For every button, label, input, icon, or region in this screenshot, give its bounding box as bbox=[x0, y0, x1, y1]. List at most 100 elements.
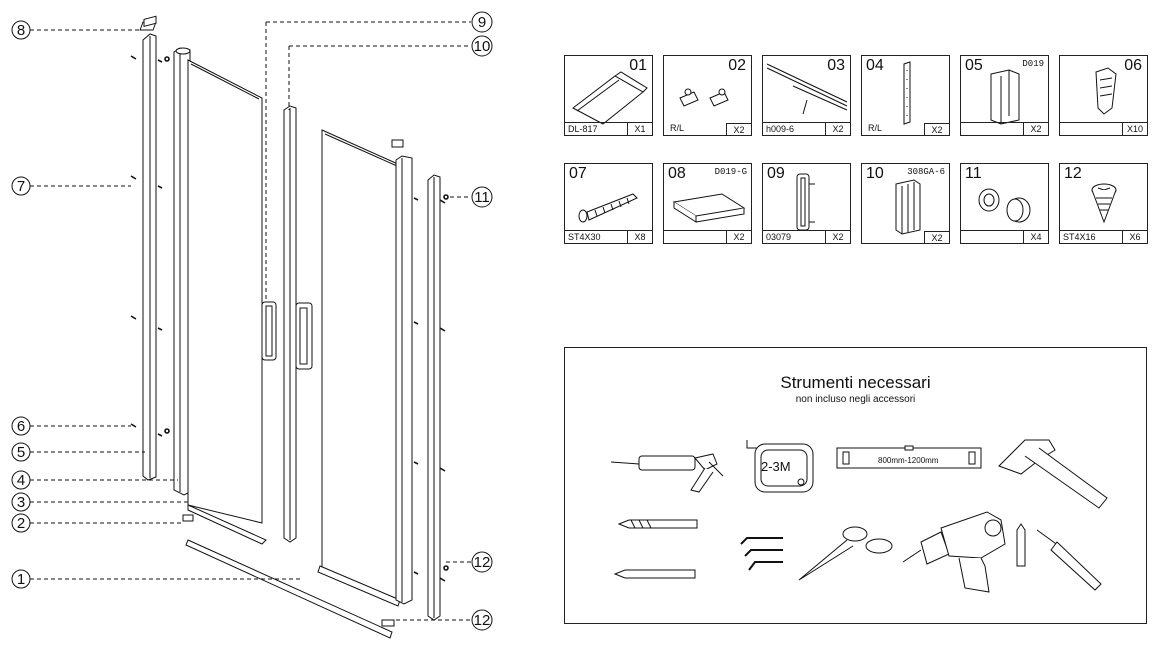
u-profile-icon bbox=[990, 69, 1020, 125]
callout-label: 12 bbox=[474, 554, 491, 571]
glass-door-left bbox=[187, 59, 263, 524]
clip-icon bbox=[679, 88, 729, 107]
callout-2 bbox=[11, 513, 31, 533]
callout-label: 6 bbox=[17, 418, 25, 435]
part-code: ST4X30 bbox=[568, 232, 601, 242]
hammer-icon bbox=[998, 439, 1108, 509]
tape-measure-label: 2-3M bbox=[761, 459, 791, 474]
callout-label: 2 bbox=[17, 515, 25, 532]
part-card-05: 05 D019 X2 bbox=[960, 55, 1049, 136]
end-cap-bottom bbox=[381, 619, 395, 627]
callout-label: 4 bbox=[17, 472, 25, 489]
bottom-seal-left bbox=[187, 504, 267, 545]
countersunk-screw-icon bbox=[1091, 183, 1117, 224]
handle-left bbox=[261, 301, 277, 361]
part-qty: X2 bbox=[726, 123, 751, 136]
callout-8 bbox=[11, 20, 31, 40]
pencil-icon bbox=[613, 569, 696, 579]
gasket-icon bbox=[895, 179, 921, 235]
threshold-profile bbox=[185, 539, 393, 639]
part-code: ST4X16 bbox=[1063, 232, 1096, 242]
drill-bit-icon bbox=[617, 519, 698, 529]
profile-icon bbox=[572, 71, 648, 125]
part-qty: X4 bbox=[1023, 231, 1048, 243]
callout-9 bbox=[471, 11, 493, 33]
part-number: 08 bbox=[668, 165, 686, 182]
callout-label: 10 bbox=[474, 38, 491, 55]
callout-10 bbox=[471, 35, 493, 57]
callout-12b bbox=[471, 609, 493, 631]
screw-icon bbox=[578, 193, 638, 223]
screw-cap-icon bbox=[978, 188, 1031, 223]
part-qty: X2 bbox=[924, 231, 949, 244]
handle-icon bbox=[796, 173, 815, 231]
part-number: 12 bbox=[1064, 165, 1082, 182]
part-number: 02 bbox=[728, 57, 746, 74]
part-card-07: 07 ST4X30 X8 bbox=[564, 163, 653, 244]
callout-6 bbox=[11, 416, 31, 436]
part-card-12: 12 ST4X16 X6 bbox=[1059, 163, 1148, 244]
caulk-gun-icon bbox=[610, 453, 724, 493]
callout-3 bbox=[11, 492, 31, 512]
part-qty: X2 bbox=[825, 123, 850, 135]
part-code: R/L bbox=[670, 123, 685, 133]
part-top-code: D019-G bbox=[714, 167, 747, 177]
spirit-level-icon bbox=[836, 445, 982, 469]
part-qty: X2 bbox=[825, 231, 850, 243]
wall-profile-right bbox=[427, 174, 441, 621]
part-number: 03 bbox=[827, 57, 845, 74]
part-qty: X6 bbox=[1122, 231, 1147, 243]
callout-label: 5 bbox=[17, 444, 25, 461]
glass-door-right bbox=[321, 129, 401, 601]
part-card-02: 02 R/L X2 bbox=[663, 55, 752, 136]
bottom-clip bbox=[182, 514, 194, 522]
callout-11 bbox=[471, 186, 493, 208]
part-number: 09 bbox=[767, 165, 785, 182]
part-qty: X1 bbox=[627, 123, 652, 135]
tools-title: Strumenti necessari bbox=[780, 373, 931, 392]
callout-4 bbox=[11, 470, 31, 490]
power-drill-icon bbox=[902, 511, 1006, 593]
callout-label: 12 bbox=[474, 612, 491, 629]
cap-plate-icon bbox=[672, 193, 746, 223]
spirit-level-label: 800mm-1200mm bbox=[878, 456, 939, 465]
part-card-09: 09 03079 X2 bbox=[762, 163, 851, 244]
hinge-profile-right bbox=[391, 139, 413, 605]
part-qty: X2 bbox=[1023, 123, 1048, 135]
part-card-10: 10 308GA-6 X2 bbox=[861, 163, 950, 244]
screw-markers bbox=[130, 55, 449, 582]
part-top-code: D019 bbox=[1022, 59, 1044, 69]
magnet-strip-icon bbox=[903, 61, 911, 125]
callout-label: 9 bbox=[478, 14, 486, 31]
callout-5 bbox=[11, 442, 31, 462]
part-number: 01 bbox=[629, 57, 647, 74]
wall-profile-left bbox=[139, 21, 157, 481]
handle-right bbox=[295, 302, 313, 370]
screwdriver-icon bbox=[1016, 523, 1102, 591]
callout-1 bbox=[11, 569, 31, 589]
part-code: DL-817 bbox=[568, 124, 598, 134]
part-qty: X2 bbox=[924, 123, 949, 136]
part-card-08: 08 D019-G X2 bbox=[663, 163, 752, 244]
magnetic-profile bbox=[283, 105, 297, 543]
part-code: 03079 bbox=[766, 232, 792, 242]
part-card-04: 04 R/L X2 bbox=[861, 55, 950, 136]
wall-plug-icon bbox=[1095, 67, 1117, 115]
part-card-11: 11 X4 bbox=[960, 163, 1049, 244]
callout-label: 1 bbox=[17, 571, 25, 588]
callout-label: 7 bbox=[17, 178, 25, 195]
part-number: 07 bbox=[569, 165, 587, 182]
part-number: 10 bbox=[866, 165, 884, 182]
part-qty: X8 bbox=[627, 231, 652, 243]
part-card-01: 01 DL-817 X1 bbox=[564, 55, 653, 136]
part-code: h009-6 bbox=[766, 124, 795, 134]
part-number: 05 bbox=[965, 57, 983, 74]
part-number: 04 bbox=[866, 57, 884, 74]
part-top-code: 308GA-6 bbox=[907, 167, 945, 177]
callout-label: 3 bbox=[17, 494, 25, 511]
callout-label: 11 bbox=[474, 189, 490, 206]
tape-measure-icon bbox=[746, 440, 814, 493]
part-side-label: R/L bbox=[868, 123, 883, 133]
part-qty: X10 bbox=[1122, 123, 1147, 135]
part-card-03: 03 h009-6 X2 bbox=[762, 55, 851, 136]
